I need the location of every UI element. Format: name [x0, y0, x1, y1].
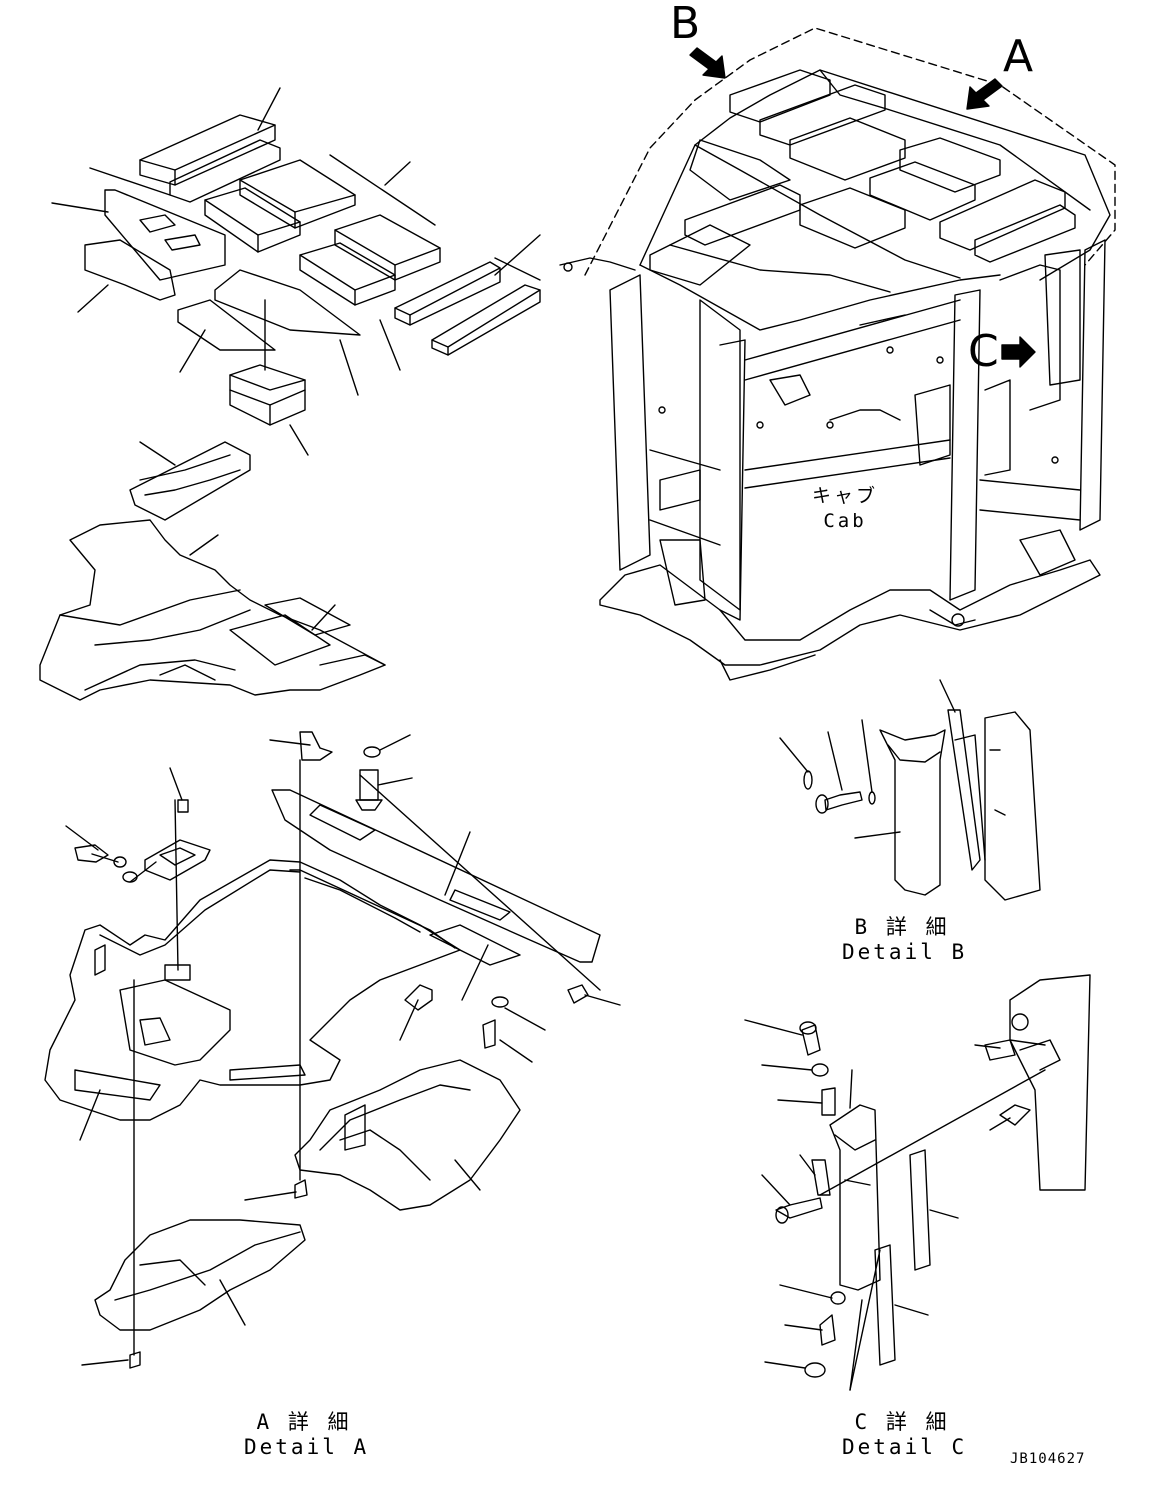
insulation-pads-group	[39, 114, 541, 701]
view-arrows	[689, 47, 1036, 368]
detail-c-caption-jp: C 詳 細	[854, 1410, 950, 1434]
detail-b-drawing	[779, 679, 1041, 901]
arrow-a-icon	[966, 78, 1003, 110]
detail-b-caption-jp: B 詳 細	[854, 915, 950, 939]
arrow-c-icon	[1001, 336, 1036, 368]
cab-label-jp: キャブ	[811, 485, 878, 507]
cab-label-en: Cab	[823, 510, 867, 532]
leader-lines-top-left	[51, 87, 541, 631]
detail-c-drawing	[744, 974, 1091, 1391]
detail-c-caption-en: Detail C	[842, 1435, 968, 1459]
view-marker-a: A	[1003, 31, 1034, 82]
drawing-number: JB104627	[1010, 1451, 1086, 1467]
arrow-b-icon	[689, 47, 726, 79]
detail-a-drawing	[44, 731, 621, 1369]
cab-frame	[559, 27, 1116, 681]
view-marker-c: C	[968, 326, 999, 377]
view-marker-b: B	[670, 0, 701, 49]
detail-a-caption-en: Detail A	[244, 1435, 370, 1459]
detail-b-caption-en: Detail B	[842, 940, 968, 964]
detail-a-caption-jp: A 詳 細	[256, 1410, 352, 1434]
